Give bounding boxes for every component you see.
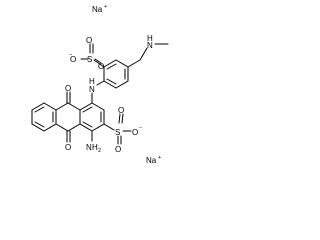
sodium-charge-bottom: + — [158, 155, 161, 161]
amino-subscript: 2 — [98, 148, 101, 154]
bond — [115, 80, 129, 89]
amine-nitrogen: N — [147, 41, 153, 50]
bond — [31, 123, 45, 132]
sodium-charge-top: + — [104, 4, 107, 10]
bond — [139, 47, 148, 61]
oxygen-top-2: O — [98, 62, 104, 71]
bond — [91, 102, 105, 111]
bond — [34, 106, 45, 113]
oxygen-anion-top: O — [70, 55, 76, 64]
bond — [103, 59, 117, 68]
bond — [67, 123, 81, 132]
bond — [118, 113, 121, 124]
oxygen-top-1: O — [86, 36, 92, 45]
link-nitrogen: N — [89, 85, 95, 94]
bond — [106, 78, 117, 85]
bond — [94, 58, 102, 64]
bond — [55, 102, 69, 111]
quinone-oxygen-bottom: O — [65, 143, 71, 152]
bond — [55, 123, 69, 132]
bond — [93, 59, 105, 68]
bond — [43, 102, 57, 111]
oxygen-bottom-2: O — [115, 145, 121, 154]
bond — [121, 113, 124, 124]
bond — [79, 102, 93, 111]
bond — [115, 59, 129, 68]
bond — [31, 102, 45, 111]
bond — [96, 80, 105, 86]
bond — [79, 123, 93, 132]
bond — [127, 59, 141, 68]
oxygen-bottom-1: O — [118, 106, 124, 115]
amino-hydrogen: H — [92, 143, 98, 152]
quinone-oxygen-top: O — [65, 84, 71, 93]
amino-nitrogen: N — [86, 143, 92, 152]
sulfur-top: S — [87, 55, 92, 64]
bond — [34, 121, 45, 128]
bond — [82, 121, 93, 128]
oxygen-charge-bottom: − — [139, 125, 142, 131]
bond — [103, 80, 117, 89]
oxygen-charge-top: − — [69, 52, 72, 58]
oxygen-anion-bottom: O — [132, 128, 138, 137]
link-hydrogen: H — [89, 77, 95, 86]
bond — [43, 123, 57, 132]
bond — [103, 123, 115, 131]
bond — [82, 106, 93, 113]
atom-labels: Na + O − S O O H N N H O O N H 2 S O O O… — [65, 4, 161, 165]
sodium-ion-top: Na — [92, 5, 103, 14]
bonds — [31, 43, 169, 145]
bond — [106, 63, 117, 70]
bond — [67, 102, 81, 111]
sodium-ion-bottom: Na — [146, 156, 157, 165]
amine-hydrogen: H — [147, 34, 153, 43]
chemical-structure-diagram: Na + O − S O O H N N H O O N H 2 S O O O… — [31, 4, 169, 165]
sulfur-bottom: S — [115, 128, 120, 137]
bond — [91, 123, 105, 132]
